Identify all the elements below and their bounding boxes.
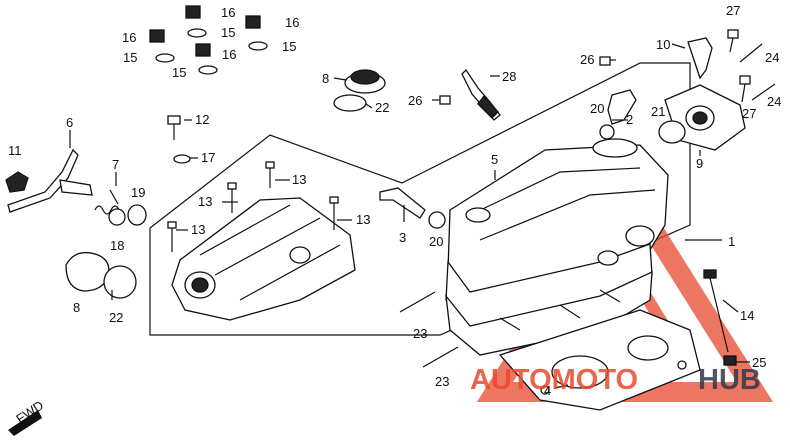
cylinder-head [445,138,669,356]
callout-24-upper: 24 [765,50,779,65]
callout-18: 18 [110,238,124,253]
callout-13-a: 13 [292,172,306,187]
cap-11 [5,171,29,193]
cover-group-outline [149,62,691,336]
callout-17: 17 [201,150,215,165]
callout-20-mid: 20 [429,234,443,249]
watermark-left: AUTOMOTO [470,364,638,396]
bolt-14 [703,269,729,353]
o-ring-22-left [103,265,137,299]
callout-22-top: 22 [375,100,389,115]
watermark-right: HUB [698,364,761,396]
spark-plug-28 [461,68,501,121]
seal-19 [127,204,147,226]
callout-16-b: 16 [122,30,136,45]
o-ring-20-mid [428,211,446,229]
pin-23-lower [422,346,459,368]
callout-26-left: 26 [408,93,422,108]
callout-13-b: 13 [198,194,212,209]
callout-24-lower: 24 [767,94,781,109]
callout-14: 14 [740,308,754,323]
cap-nut-16-set [149,5,261,57]
callout-9: 9 [696,156,703,171]
watermark-text: AUTOMOTO HUB [470,364,761,396]
head-cover [171,197,356,321]
callout-19: 19 [131,185,145,200]
stud-24-lower [751,83,776,101]
o-ring-21 [658,120,686,144]
callout-15-a: 15 [221,25,235,40]
callout-20-right: 20 [590,101,604,116]
callout-22-left: 22 [109,310,123,325]
callout-8-top: 8 [322,71,329,86]
callout-5: 5 [491,152,498,167]
callout-16-d: 16 [222,47,236,62]
callout-23-lower: 23 [435,374,449,389]
bolt-27-top [727,29,739,53]
callout-25: 25 [752,355,766,370]
callout-7: 7 [112,157,119,172]
head-gasket [498,309,701,411]
callout-21: 21 [651,104,665,119]
callout-8-left: 8 [73,300,80,315]
bolt-27-mid [739,75,751,103]
callout-27-mid: 27 [742,106,756,121]
callout-1: 1 [728,234,735,249]
shaft-3 [379,187,426,219]
callout-10: 10 [656,37,670,52]
callout-12: 12 [195,112,209,127]
callout-11: 11 [8,143,22,158]
dowel-26-left [439,95,451,105]
nut-25 [723,355,737,366]
washer-15-set [155,28,268,75]
pin-23-upper [399,291,436,313]
bolt-12 [167,115,181,140]
callout-15-d: 15 [172,65,186,80]
fwd-arrow: FWD [8,397,46,436]
washer-17 [173,154,191,164]
washer-18 [108,208,126,226]
callout-3: 3 [399,230,406,245]
callout-15-b: 15 [123,50,137,65]
callout-23-upper: 23 [413,326,427,341]
callout-6: 6 [66,115,73,130]
o-ring-22-top [333,94,367,112]
callout-16-c: 16 [285,15,299,30]
callout-26-right: 26 [580,52,594,67]
callout-2: 2 [626,112,633,127]
callout-28: 28 [502,69,516,84]
cap-8-left [65,251,110,292]
o-ring-20-right [599,124,615,140]
stud-24-upper [739,43,763,63]
callout-13-d: 13 [191,222,205,237]
callout-13-c: 13 [356,212,370,227]
callout-16-a: 16 [221,5,235,20]
spring-7 [94,189,120,215]
callout-labels: 1 2 3 4 5 6 7 8 8 9 10 11 12 13 13 13 13… [8,3,781,398]
leader-lines [69,43,750,389]
callout-15-c: 15 [282,39,296,54]
callout-4: 4 [544,383,551,398]
cap-8-top [344,69,386,94]
dowel-26-right [599,56,611,66]
callout-27-top: 27 [726,3,740,18]
bracket-10 [687,37,713,80]
bolt-13-set [167,161,339,252]
lever-6 [7,148,93,213]
